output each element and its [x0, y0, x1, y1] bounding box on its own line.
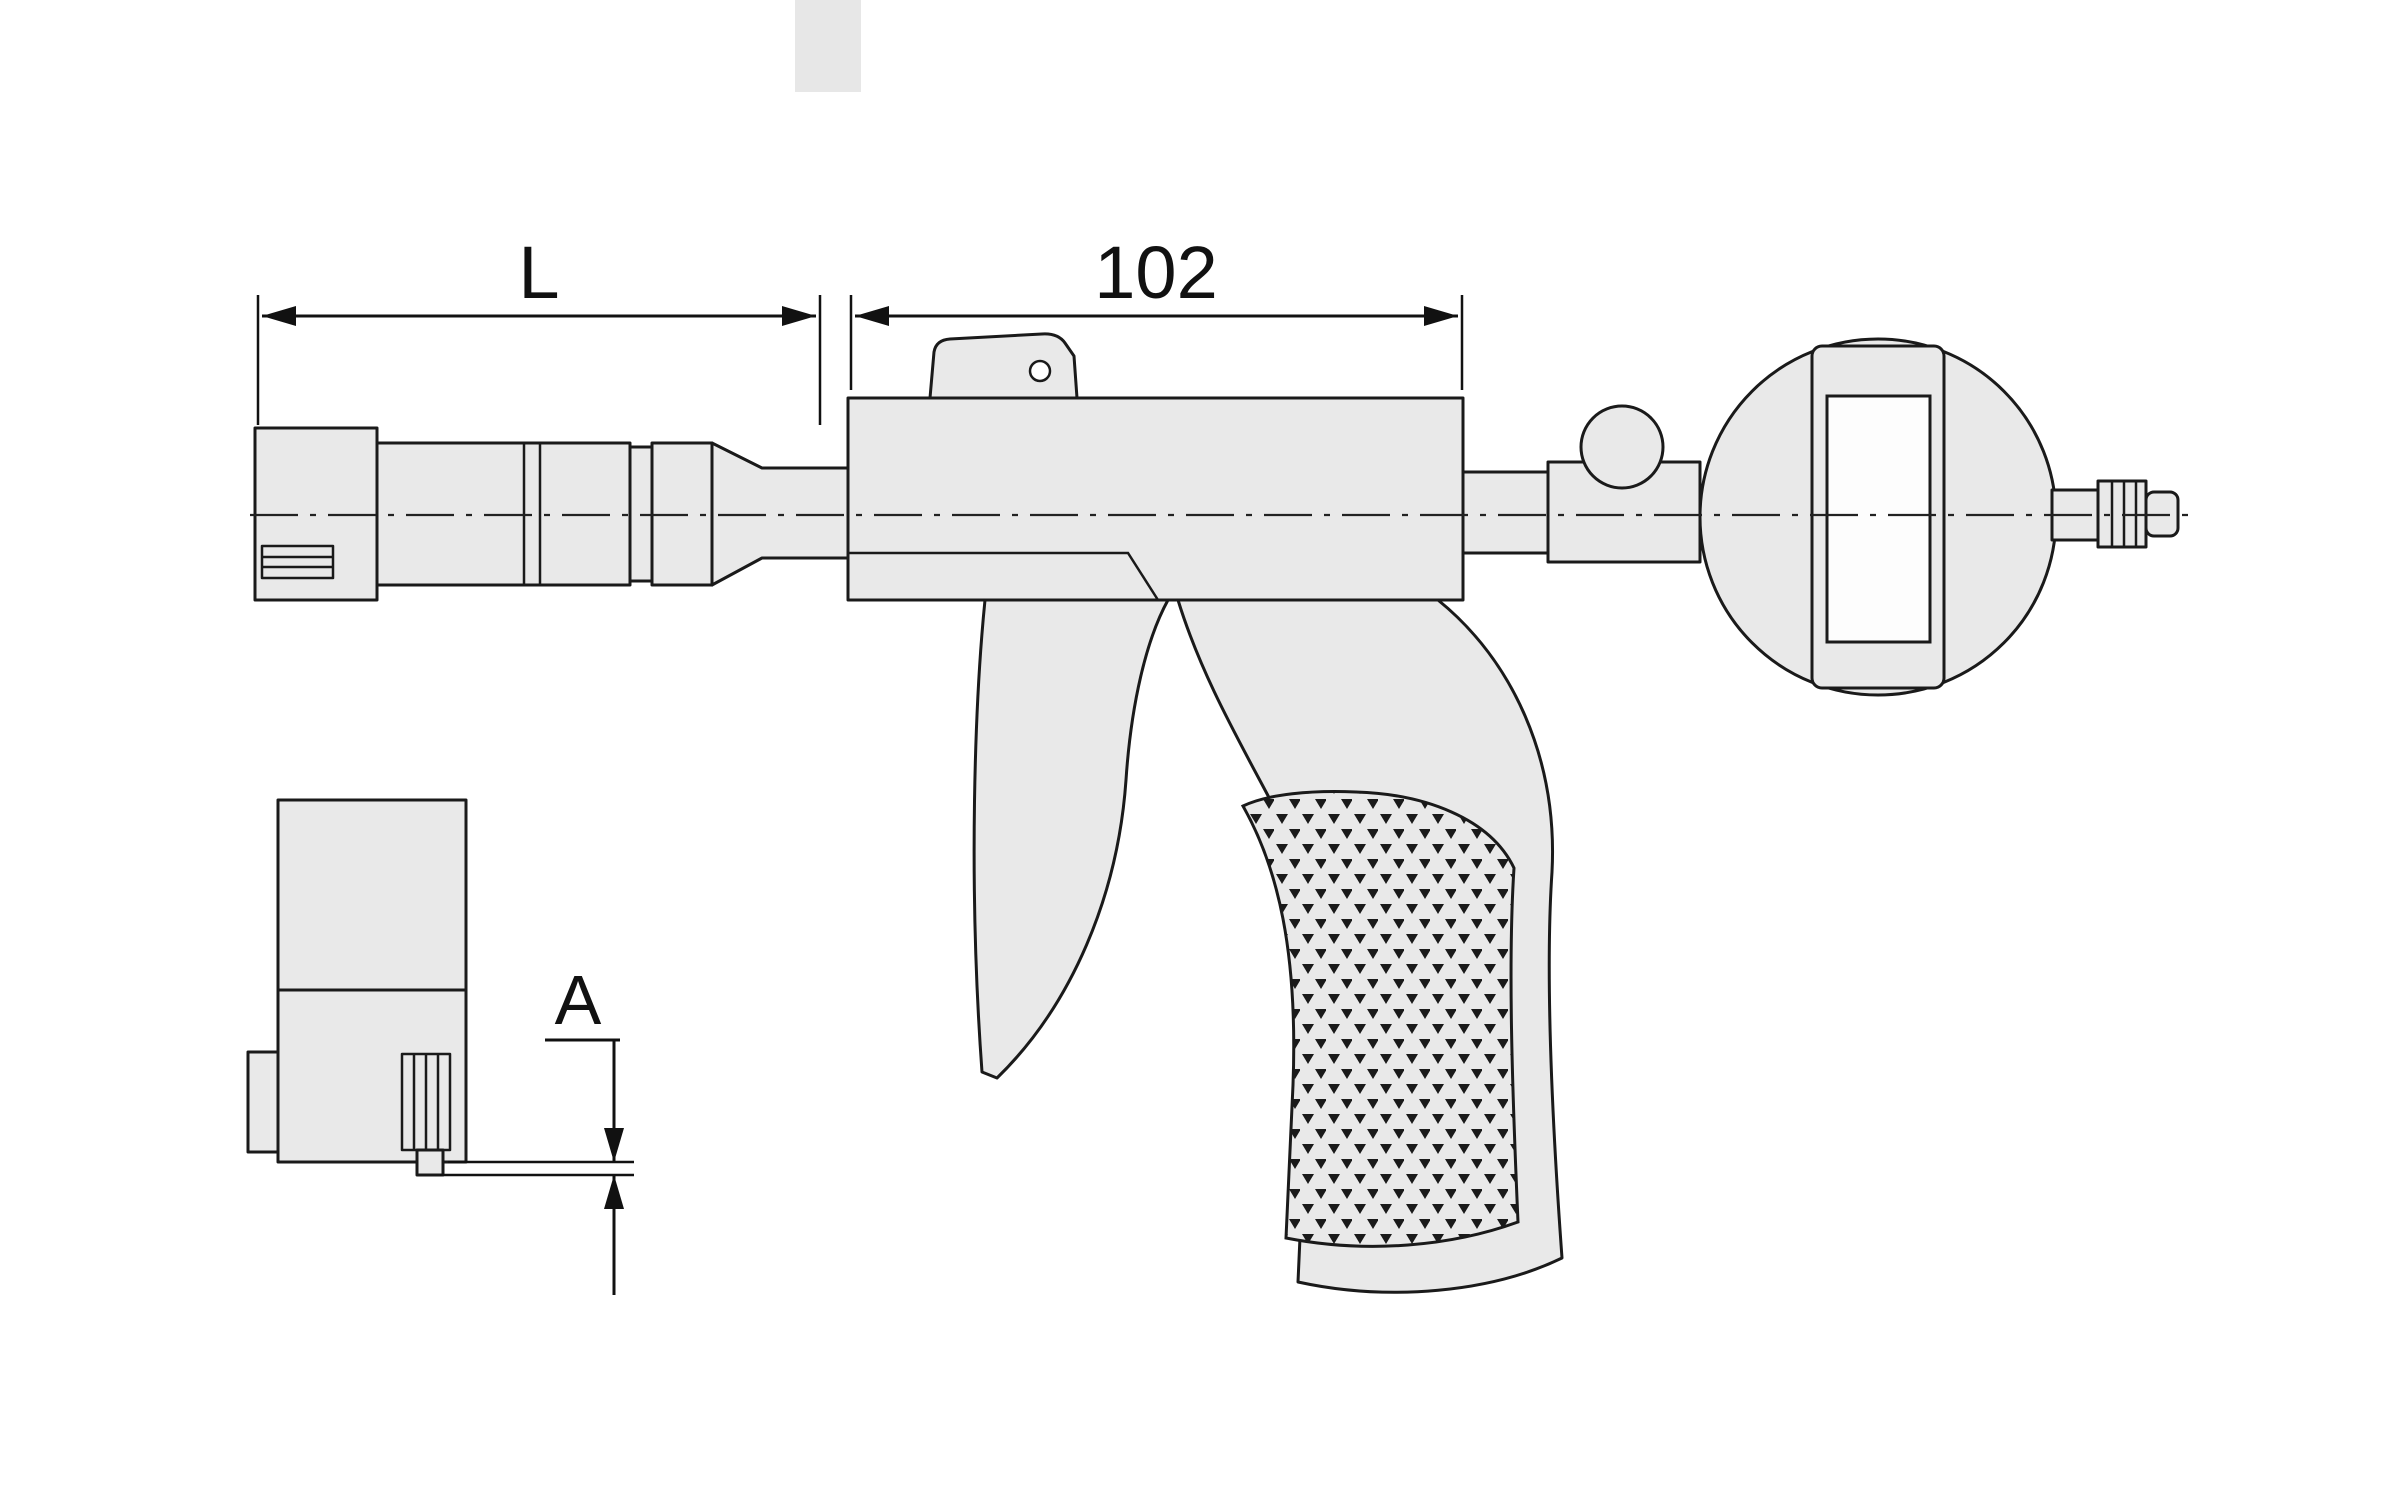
indicator-display — [1825, 394, 1932, 644]
detail-head-upper — [276, 798, 468, 992]
scan-artifact — [795, 0, 861, 92]
ball-joint — [1579, 404, 1665, 490]
grip-texture-pad — [1240, 790, 1520, 1248]
dim-label-L: L — [518, 231, 559, 314]
arrow-down-icon — [604, 1128, 624, 1162]
trigger — [972, 598, 1170, 1080]
arrow-left-icon — [262, 306, 296, 326]
release-tab — [928, 332, 1079, 400]
body-step-line — [848, 551, 1160, 601]
head-contact-window — [260, 544, 335, 580]
arrow-right-icon — [1424, 306, 1458, 326]
dimensions: L 102 A — [256, 231, 1464, 1295]
detail-view — [246, 798, 468, 1177]
dim-label-A: A — [555, 961, 602, 1039]
arrow-up-icon — [604, 1175, 624, 1209]
arrow-right-icon — [782, 306, 816, 326]
main-view — [253, 332, 2180, 1294]
connector-block — [1461, 470, 1550, 555]
tab-hole — [1028, 359, 1052, 383]
detail-side-tab — [246, 1050, 280, 1154]
gauge-body — [846, 396, 1465, 602]
arrow-left-icon — [855, 306, 889, 326]
dim-label-102: 102 — [1094, 231, 1217, 314]
detail-contact-pin — [415, 1148, 445, 1177]
